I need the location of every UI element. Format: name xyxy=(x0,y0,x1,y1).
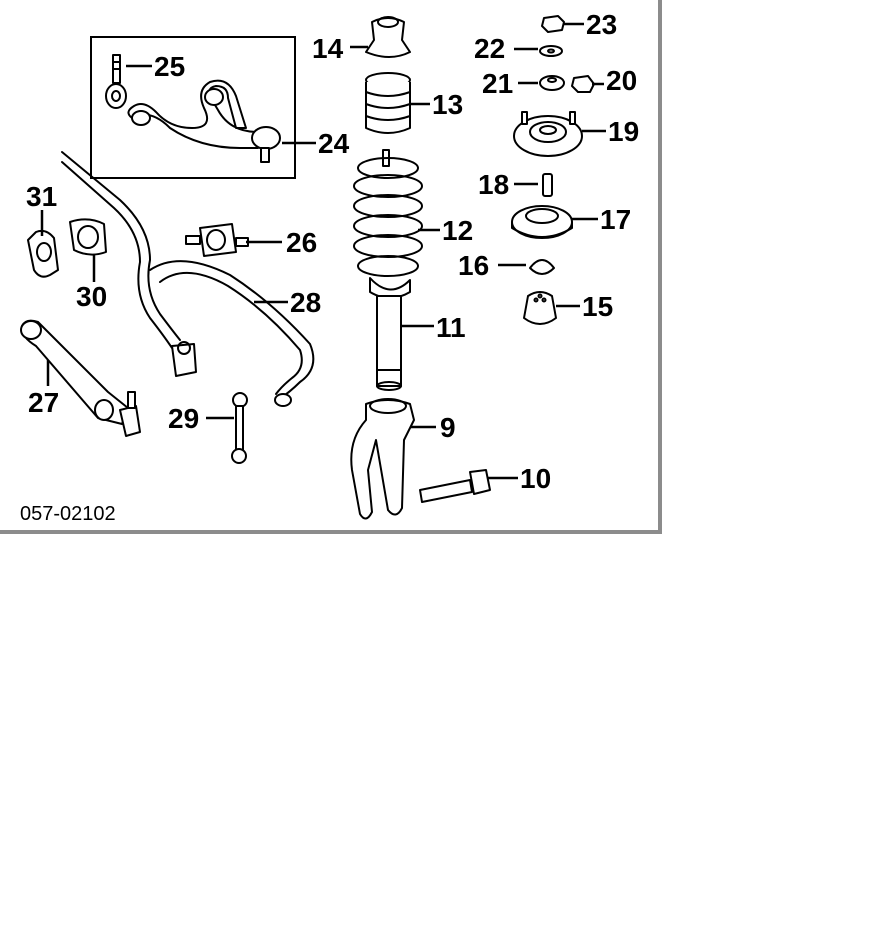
part-11-shock-absorber xyxy=(369,277,411,391)
part-10-bolt xyxy=(419,469,491,503)
callout-12: 12 xyxy=(442,215,473,246)
callout-28: 28 xyxy=(290,287,321,318)
callout-9: 9 xyxy=(440,412,456,443)
part-13-dust-boot xyxy=(365,72,411,134)
part-29-stabilizer-link xyxy=(231,392,248,464)
part-25-ball-joint-bolt xyxy=(105,54,127,109)
callout-15: 15 xyxy=(582,291,613,322)
part-26-compression-bushing xyxy=(185,223,249,257)
callout-29: 29 xyxy=(168,403,199,434)
part-15-mount-rubber xyxy=(523,291,557,325)
callout-16: 16 xyxy=(458,250,489,281)
callout-27: 27 xyxy=(28,387,59,418)
part-9-steering-knuckle xyxy=(350,398,415,520)
diagram-reference-code: 057-02102 xyxy=(20,503,116,525)
part-21-bushing xyxy=(539,75,565,91)
callout-18: 18 xyxy=(478,169,509,200)
callout-17: 17 xyxy=(600,204,631,235)
part-24-upper-control-arm xyxy=(127,79,281,163)
diagram-frame: 9 10 11 12 13 14 15 16 17 18 19 20 21 22… xyxy=(0,0,662,534)
callout-11: 11 xyxy=(436,312,466,343)
part-31-stabilizer-bracket xyxy=(27,229,59,278)
exploded-parts-diagram: 9 10 11 12 13 14 15 16 17 18 19 20 21 22… xyxy=(20,9,639,525)
callout-24: 24 xyxy=(318,128,350,159)
callout-21: 21 xyxy=(482,68,513,99)
callout-31: 31 xyxy=(26,181,57,212)
part-14-bump-stop xyxy=(365,16,411,58)
upper-arm-inset-box xyxy=(90,36,296,179)
part-23-nut xyxy=(541,15,565,33)
callout-30: 30 xyxy=(76,281,107,312)
callout-25: 25 xyxy=(154,51,185,82)
part-28-stabilizer-bar xyxy=(61,151,315,407)
part-19-upper-mount xyxy=(513,111,583,157)
part-12-coil-spring xyxy=(353,149,423,277)
part-22-washer xyxy=(539,45,563,57)
part-20-nut xyxy=(571,75,595,93)
callout-14: 14 xyxy=(312,33,344,64)
callout-10: 10 xyxy=(520,463,551,494)
part-17-spring-seat xyxy=(511,205,573,239)
part-27-lower-arm xyxy=(20,319,141,437)
callout-19: 19 xyxy=(608,116,639,147)
callout-26: 26 xyxy=(286,227,317,258)
callout-22: 22 xyxy=(474,33,505,64)
callout-13: 13 xyxy=(432,89,463,120)
part-16-dome-bushing xyxy=(529,259,555,275)
callout-20: 20 xyxy=(606,65,637,96)
callout-23: 23 xyxy=(586,9,617,40)
part-18-pin xyxy=(542,173,553,197)
part-30-stabilizer-bushing xyxy=(69,218,107,256)
